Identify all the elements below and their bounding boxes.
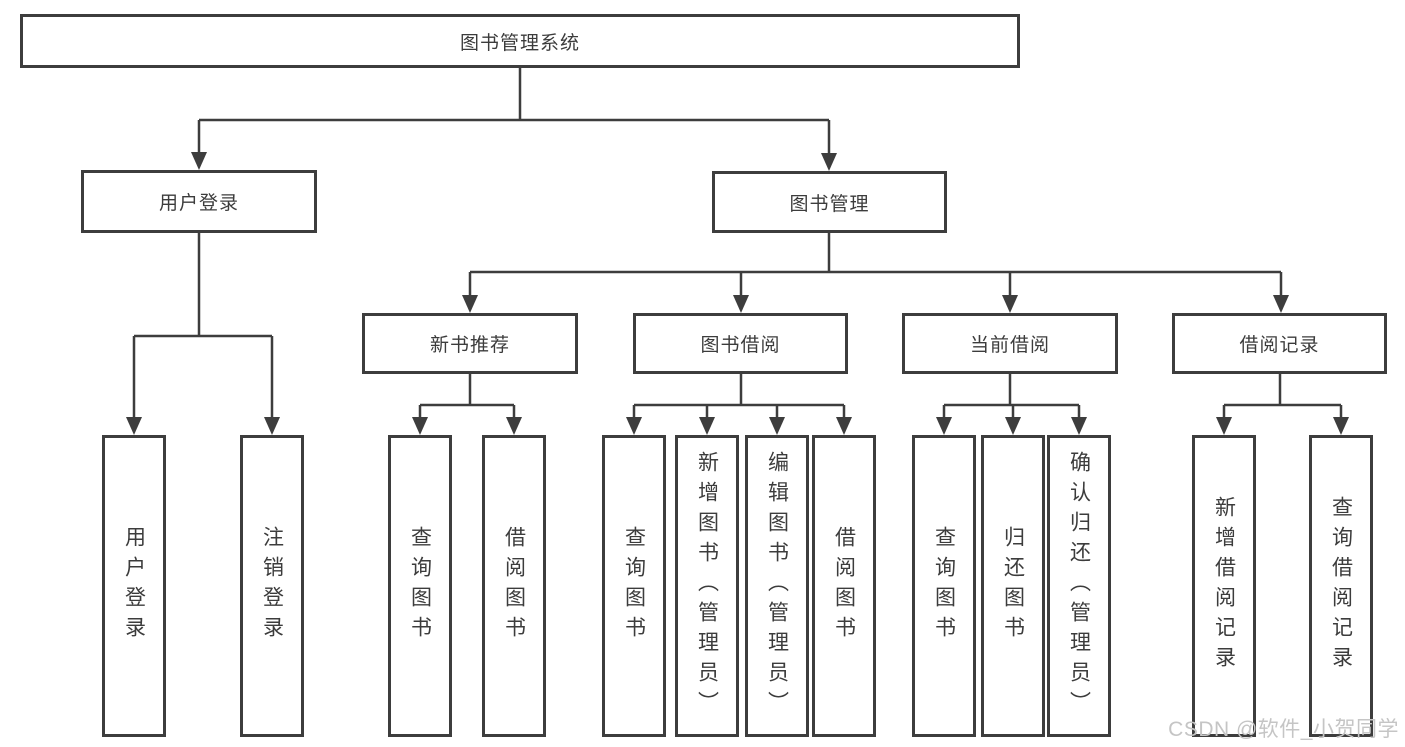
leaf-query-borrow-record: 查询借阅记录: [1309, 435, 1373, 737]
node-borrowing-records: 借阅记录: [1172, 313, 1387, 374]
leaf-borrow-books-label: 借阅图书: [832, 526, 856, 646]
leaf-add-borrow-record: 新增借阅记录: [1192, 435, 1256, 737]
node-book-management: 图书管理: [712, 171, 947, 233]
leaf-edit-books-admin: 编辑图书（管理员）: [745, 435, 809, 737]
leaf-query-books-recommend-label: 查询图书: [408, 526, 432, 646]
leaf-query-books-recommend: 查询图书: [388, 435, 452, 737]
leaf-query-books-borrowing-label: 查询图书: [622, 526, 646, 646]
node-root: 图书管理系统: [20, 14, 1020, 68]
leaf-query-books-current: 查询图书: [912, 435, 976, 737]
node-user-login-label: 用户登录: [158, 193, 239, 214]
leaf-edit-books-admin-label: 编辑图书（管理员）: [765, 451, 789, 721]
leaf-user-login-label: 用户登录: [122, 526, 146, 646]
leaf-confirm-return-admin: 确认归还（管理员）: [1047, 435, 1111, 737]
node-root-label: 图书管理系统: [459, 32, 580, 54]
node-book-management-label: 图书管理: [789, 193, 870, 215]
leaf-return-books: 归还图书: [981, 435, 1045, 737]
node-current-borrowing-label: 当前借阅: [969, 335, 1050, 356]
node-book-borrowing: 图书借阅: [633, 313, 848, 374]
arrowheads: [126, 152, 1349, 435]
node-new-book-recommendation-label: 新书推荐: [429, 335, 510, 356]
csdn-watermark: CSDN @软件_小贺同学: [1168, 718, 1399, 741]
leaf-logout-label: 注销登录: [260, 526, 284, 646]
leaf-user-login: 用户登录: [102, 435, 166, 737]
leaf-borrow-books-recommend: 借阅图书: [482, 435, 546, 737]
leaf-borrow-books-recommend-label: 借阅图书: [502, 526, 526, 646]
leaf-return-books-label: 归还图书: [1001, 526, 1025, 646]
leaf-add-books-admin-label: 新增图书（管理员）: [695, 451, 719, 721]
node-current-borrowing: 当前借阅: [902, 313, 1118, 374]
leaf-logout: 注销登录: [240, 435, 304, 737]
node-borrowing-records-label: 借阅记录: [1239, 335, 1320, 356]
leaf-borrow-books: 借阅图书: [812, 435, 876, 737]
node-new-book-recommendation: 新书推荐: [362, 313, 578, 374]
leaf-confirm-return-admin-label: 确认归还（管理员）: [1067, 451, 1091, 721]
leaf-add-borrow-record-label: 新增借阅记录: [1212, 496, 1236, 676]
leaf-query-books-borrowing: 查询图书: [602, 435, 666, 737]
leaf-query-borrow-record-label: 查询借阅记录: [1329, 496, 1353, 676]
leaf-add-books-admin: 新增图书（管理员）: [675, 435, 739, 737]
node-user-login: 用户登录: [81, 170, 317, 233]
node-book-borrowing-label: 图书借阅: [700, 335, 781, 356]
leaf-query-books-current-label: 查询图书: [932, 526, 956, 646]
